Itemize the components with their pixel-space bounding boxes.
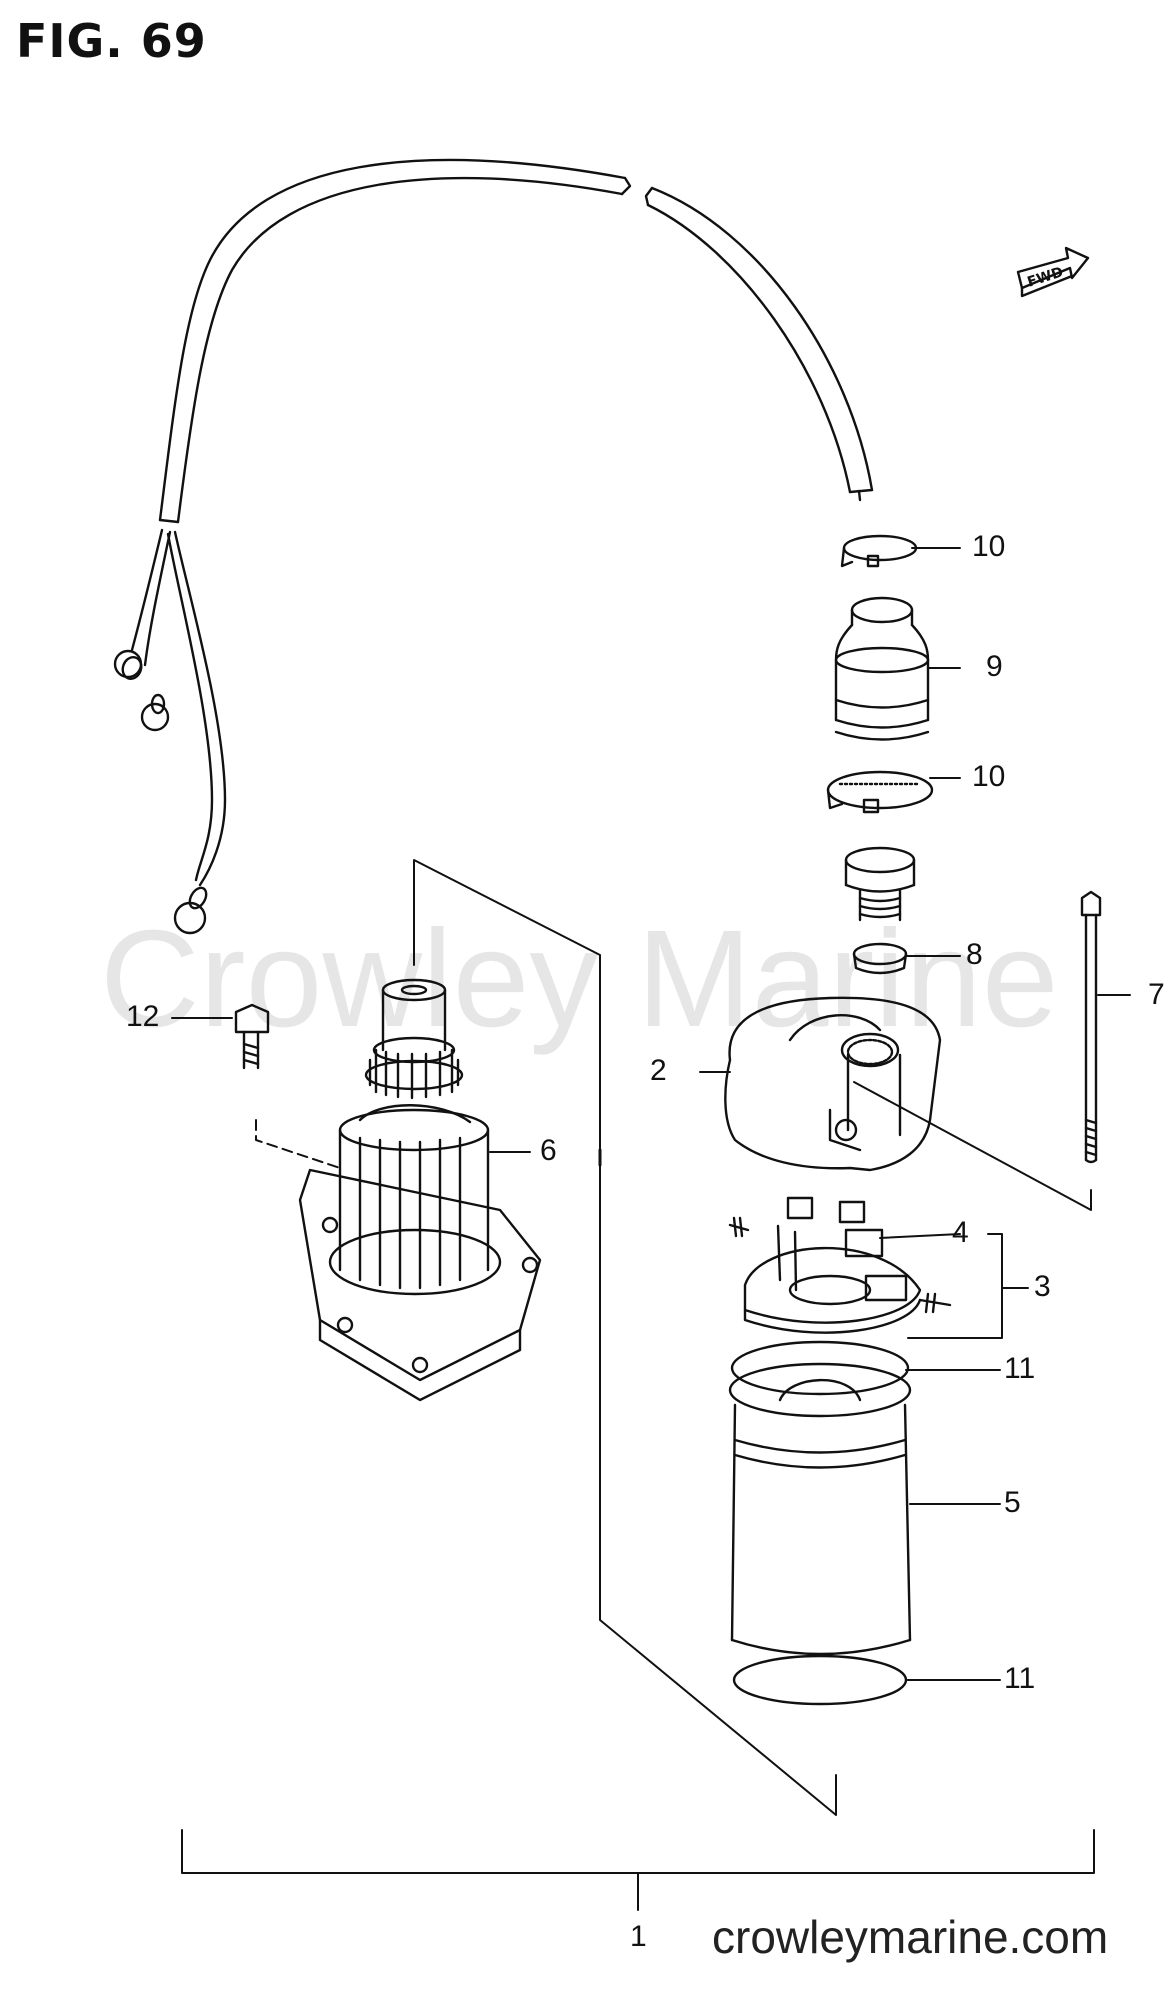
callout-11-upper: 11 [1004, 1352, 1036, 1385]
callout-6: 6 [540, 1134, 557, 1167]
rubber-boot [834, 596, 930, 741]
callout-7: 7 [1148, 978, 1165, 1011]
brush-holder-assembly [728, 1196, 952, 1334]
callout-1: 1 [630, 1920, 647, 1953]
callout-11-lower: 11 [1004, 1662, 1036, 1695]
cable-harness [113, 158, 874, 935]
o-ring-lower [732, 1654, 908, 1706]
callout-4: 4 [952, 1216, 969, 1249]
terminal-nut [844, 846, 916, 922]
through-bolt [1080, 890, 1102, 1164]
armature-end-frame [298, 978, 542, 1402]
callout-12: 12 [126, 1000, 160, 1033]
callout-2: 2 [650, 1054, 667, 1087]
callout-8: 8 [966, 938, 983, 971]
yoke-housing [728, 1362, 912, 1656]
callout-9: 9 [986, 650, 1003, 683]
o-ring-upper [730, 1340, 910, 1396]
site-url: crowleymarine.com [712, 1911, 1109, 1963]
end-cap-housing [724, 996, 942, 1172]
callout-3: 3 [1034, 1270, 1051, 1303]
callout-10-lower: 10 [972, 760, 1006, 793]
assembly-lines [255, 859, 1092, 1816]
hose-clamp-lower [826, 770, 934, 814]
callout-leaders [171, 547, 1131, 1911]
figure-title: FIG. 69 [16, 14, 207, 68]
washer [852, 942, 908, 975]
fwd-arrow-icon: FWD [1016, 246, 1090, 298]
watermark: Crowley Marine [100, 902, 1059, 1056]
screw [234, 1003, 270, 1070]
callout-5: 5 [1004, 1486, 1021, 1519]
callout-10-upper: 10 [972, 530, 1006, 563]
hose-clamp-upper [840, 534, 918, 568]
